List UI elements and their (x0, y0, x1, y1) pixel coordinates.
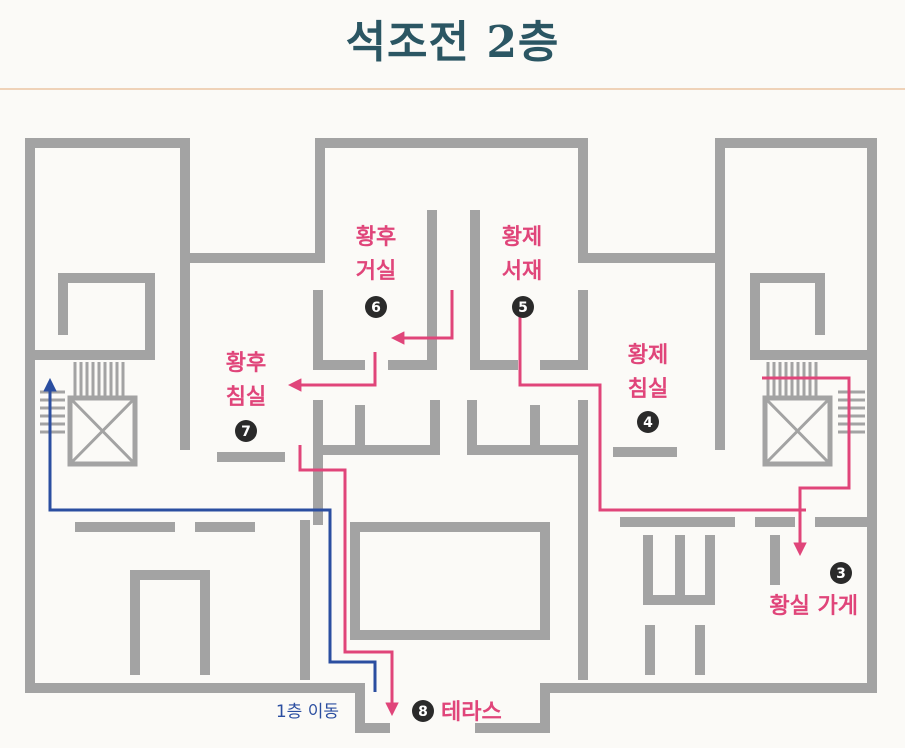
empress-living-label-2: 거실 (356, 259, 396, 284)
stop-marker-8 (412, 700, 434, 722)
empress-living-label-1: 황후 (356, 225, 396, 250)
page-title: 석조전 2층 (345, 17, 560, 68)
stop-marker-3 (830, 562, 852, 584)
stop-number-7: 7 (241, 424, 251, 440)
visit-route (287, 290, 851, 717)
room-emperor-study: 황제 서재 5 (502, 225, 542, 318)
move-1f-label: 1층 이동 (276, 702, 339, 722)
empress-bed-label-2: 침실 (226, 385, 266, 410)
stop-marker-6 (365, 296, 387, 318)
title-divider (0, 88, 905, 90)
room-empress-bed: 황후 침실 7 (226, 351, 266, 442)
room-royal-store: 3 황실 가게 (769, 562, 858, 619)
terrace-label: 테라스 (441, 700, 502, 725)
emperor-study-label-2: 서재 (502, 259, 542, 284)
stop-marker-4 (637, 411, 659, 433)
exit-route-1f (43, 377, 377, 692)
room-emperor-bed: 황제 침실 4 (628, 343, 668, 433)
stop-marker-7 (235, 420, 257, 442)
room-empress-living: 황후 거실 6 (356, 225, 396, 318)
stop-number-4: 4 (643, 415, 653, 431)
stop-number-6: 6 (371, 300, 381, 316)
stop-number-5: 5 (518, 300, 528, 316)
walls (25, 138, 877, 733)
stop-marker-5 (512, 296, 534, 318)
emperor-bed-label-1: 황제 (628, 343, 668, 368)
stop-number-3: 3 (836, 566, 846, 582)
stairs-left (40, 362, 138, 467)
emperor-study-label-1: 황제 (502, 225, 542, 250)
royal-store-label: 황실 가게 (769, 594, 858, 619)
terrace: 8 테라스 (412, 700, 502, 725)
stairs-right (762, 362, 865, 467)
empress-bed-label-1: 황후 (226, 351, 266, 376)
emperor-bed-label-2: 침실 (628, 377, 668, 402)
stop-number-8: 8 (418, 704, 428, 720)
